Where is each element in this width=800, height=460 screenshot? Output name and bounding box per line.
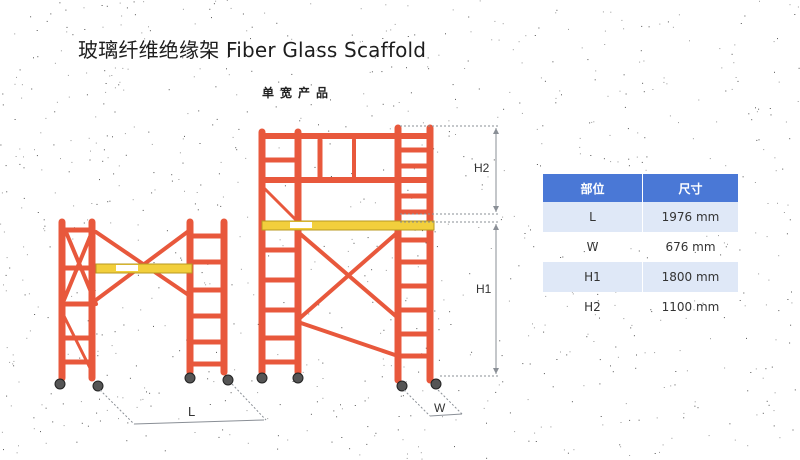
cell-size: 1800 mm [642,262,739,292]
cell-part: W [543,232,643,262]
small-scaffold-wheels [54,372,234,392]
dimension-spec-table: 部位 尺寸 L 1976 mm W 676 mm H1 1800 mm H2 1… [543,174,739,322]
dim-h2-label: H2 [474,161,490,175]
tall-platform [261,220,435,231]
tall-scaffold [258,124,434,384]
page-title: 玻璃纤维绝缘架 Fiber Glass Scaffold [78,38,427,62]
tall-scaffold-wheels [256,372,442,392]
dimension-lines [99,125,500,425]
product-subtitle: 单宽产品 [262,86,335,100]
dim-w-label: W [434,401,446,415]
table-row: W 676 mm [543,232,739,262]
cell-size: 1976 mm [642,202,739,232]
table-row: H1 1800 mm [543,262,739,292]
header-size: 尺寸 [642,174,739,202]
cell-part: H1 [543,262,643,292]
header-part: 部位 [543,174,643,202]
dim-h1-label: H1 [476,282,492,296]
table-row: L 1976 mm [543,202,739,232]
table-header-row: 部位 尺寸 [543,174,739,202]
dimension-arrowheads [493,128,499,374]
small-platform [95,263,193,274]
cell-size: 1100 mm [642,292,739,322]
small-scaffold [58,218,228,382]
cell-size: 676 mm [642,232,739,262]
table-row: H2 1100 mm [543,292,739,322]
dim-l-label: L [188,404,195,419]
tall-brace-label-plate [290,222,312,228]
cell-part: L [543,202,643,232]
cell-part: H2 [543,292,643,322]
brace-label-plate [116,265,138,271]
